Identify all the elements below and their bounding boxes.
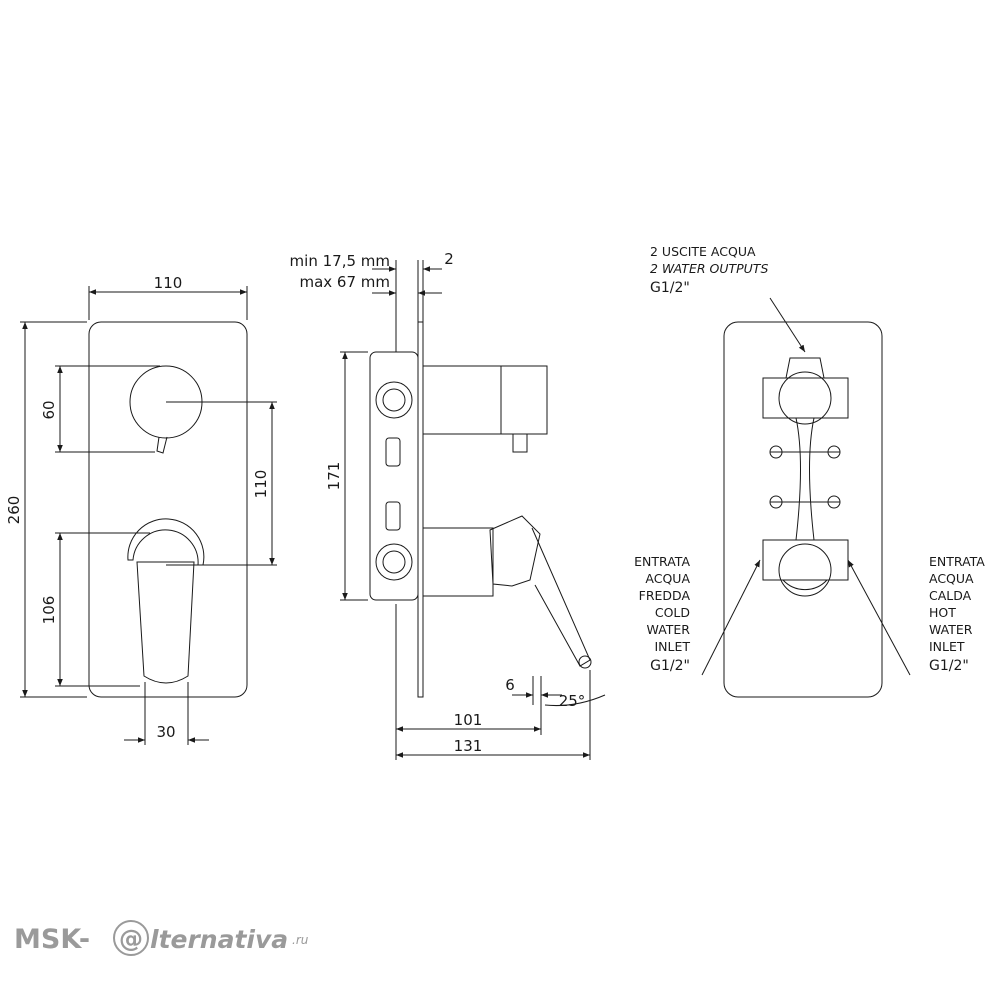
svg-text:INLET: INLET [929,639,965,654]
depth-plate-dim: 101 [454,711,483,729]
lever-base [127,518,205,566]
svg-text:INLET: INLET [654,639,690,654]
svg-text:G1/2": G1/2" [650,280,690,296]
diverter-pointer [156,436,168,454]
watermark-suffix: lternativa [150,925,288,954]
watermark-at: @ [119,925,143,953]
wall-max-label: max 67 mm [299,273,390,291]
lever-width-dim: 30 [156,723,175,741]
front-height-dim: 260 [5,496,23,525]
hot-inlet-label: ENTRATA ACQUA CALDA HOT WATER INLET G1/2… [929,554,985,674]
side-body [369,351,419,601]
wall-min-label: min 17,5 mm [290,252,390,270]
diverter-height-dim: 60 [40,400,58,419]
front-view [20,286,277,745]
front-width-dim: 110 [154,274,183,292]
svg-text:ACQUA: ACQUA [645,571,690,586]
center-distance-dim: 110 [252,470,270,499]
svg-text:COLD: COLD [655,605,690,620]
svg-text:ENTRATA: ENTRATA [929,554,985,569]
back-view [701,297,911,698]
svg-text:ENTRATA: ENTRATA [634,554,690,569]
cold-inlet-label: ENTRATA ACQUA FREDDA COLD WATER INLET G1… [634,554,690,674]
watermark-logo: MSK- @ lternativa .ru [14,920,309,956]
lever-angle-dim: 25° [559,692,586,710]
depth-total-dim: 131 [454,737,483,755]
side-lever-handle [489,515,541,587]
svg-text:G1/2": G1/2" [929,658,969,674]
watermark-domain: .ru [292,933,309,947]
side-wall-plate [417,321,424,698]
svg-text:G1/2": G1/2" [650,658,690,674]
lever-height-dim: 106 [40,596,58,625]
outputs-label: 2 USCITE ACQUA 2 WATER OUTPUTS G1/2" [650,244,768,296]
svg-text:2 USCITE ACQUA: 2 USCITE ACQUA [650,244,756,259]
svg-text:ACQUA: ACQUA [929,571,974,586]
lever-offset-dim: 6 [505,676,515,694]
back-plate-outline [723,321,883,698]
svg-text:WATER: WATER [647,622,691,637]
front-plate-outline [88,321,248,698]
svg-text:CALDA: CALDA [929,588,972,603]
side-diverter-cylinder [422,365,502,435]
side-view [340,260,606,760]
side-lever-body [422,527,494,597]
svg-text:2 WATER OUTPUTS: 2 WATER OUTPUTS [650,261,768,276]
svg-text:HOT: HOT [929,605,956,620]
svg-text:FREDDA: FREDDA [639,588,691,603]
plate-thickness-dim: 2 [444,250,454,268]
body-height-dim: 171 [325,462,343,491]
lever-handle [136,561,195,684]
svg-text:WATER: WATER [929,622,973,637]
watermark-prefix: MSK- [14,924,90,955]
